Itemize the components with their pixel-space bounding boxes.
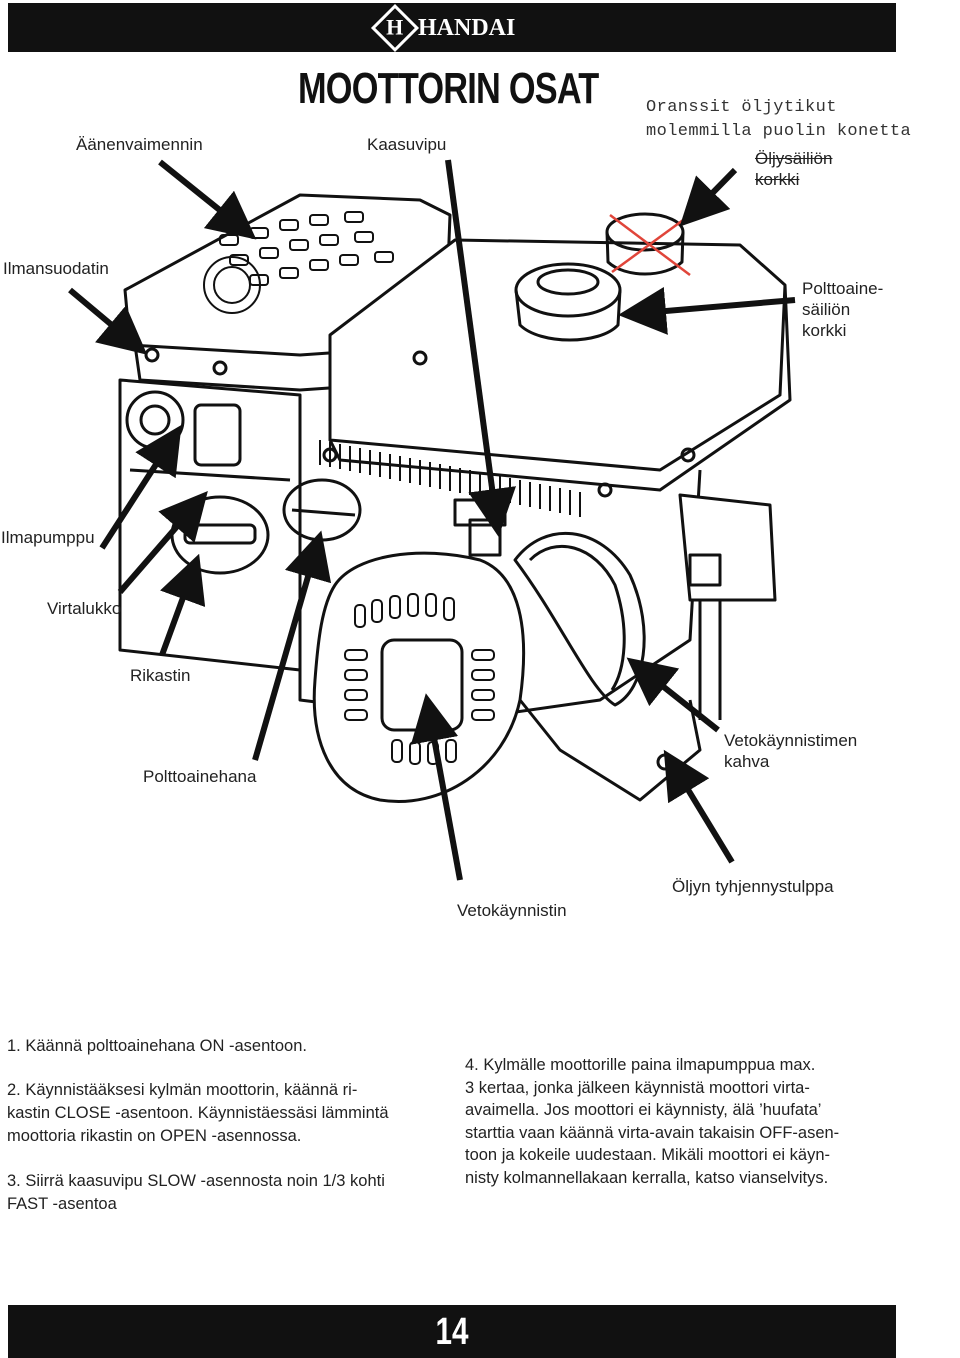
label-fuel-tank-cap-line-1: Polttoaine- (802, 279, 884, 298)
instruction-step-4-line-5: toon ja kokeile uudestaan. Mikäli mootto… (465, 1146, 831, 1164)
instruction-step-4-line-1: 4. Kylmälle moottorille paina ilmapumppu… (465, 1056, 816, 1074)
label-oil-tank-cap: Öljysäiliön korkki (755, 148, 832, 190)
label-air-filter: Ilmansuodatin (3, 259, 109, 278)
note-line-2: molemmilla puolin konetta (646, 122, 912, 141)
note-line-1: Oranssit öljytikut (646, 98, 837, 117)
label-starter-handle-line-1: Vetokäynnistimen (724, 731, 858, 750)
label-muffler: Äänenvaimennin (76, 135, 203, 154)
label-choke: Rikastin (130, 666, 191, 685)
label-throttle-lever: Kaasuvipu (367, 135, 447, 154)
page-number: 14 (435, 1311, 469, 1353)
oil-dipstick-note: Oranssit öljytikut molemmilla puolin kon… (646, 96, 911, 144)
instruction-step-4: 4. Kylmälle moottorille paina ilmapumppu… (465, 1054, 895, 1189)
label-fuel-tank-cap-line-2: säiliön (802, 300, 851, 319)
instruction-step-2-line-2: kastin CLOSE -asentoon. Käynnistäessäsi … (7, 1104, 389, 1122)
recoil-starter (312, 551, 526, 803)
label-starter-handle-line-2: kahva (724, 752, 770, 771)
instruction-step-2-line-3: moottoria rikastin on OPEN -asennossa. (7, 1127, 302, 1145)
engine-diagram (68, 159, 796, 881)
instruction-step-4-line-3: avaimella. Jos moottori ei käynnisty, äl… (465, 1101, 822, 1119)
label-oil-drain-plug: Öljyn tyhjennystulppa (672, 877, 834, 896)
page-title: MOOTTORIN OSAT (298, 64, 599, 113)
label-fuel-tank-cap-line-3: korkki (802, 321, 847, 340)
fuel-tank (328, 238, 787, 472)
label-ignition-lock: Virtalukko (47, 599, 122, 618)
label-oil-tank-cap-line-1: Öljysäiliön (755, 149, 833, 168)
label-recoil-starter: Vetokäynnistin (457, 901, 567, 920)
instruction-step-2-line-1: 2. Käynnistääksesi kylmän moottorin, kää… (7, 1081, 358, 1099)
instruction-step-4-line-6: nisty kolmannellakaan kerralla, katso vi… (465, 1168, 829, 1187)
cross-mark-icon (609, 213, 691, 276)
label-fuel-tank-cap: Polttoaine- säiliön korkki (802, 278, 883, 341)
label-oil-tank-cap-line-2: korkki (755, 170, 800, 189)
brand-logo: H HANDAI (370, 3, 516, 53)
instruction-step-4-line-2: 3 kertaa, jonka jälkeen käynnistä mootto… (465, 1078, 810, 1097)
instruction-step-3-line-2: FAST -asentoa (7, 1195, 117, 1213)
header-bar: H HANDAI (8, 3, 896, 53)
label-fuel-valve: Polttoainehana (143, 767, 257, 786)
instruction-step-3: 3. Siirrä kaasuvipu SLOW -asennosta noin… (7, 1170, 385, 1216)
instruction-step-4-line-4: starttia vaan käännä virta-avain takaisi… (465, 1123, 840, 1142)
footer-bar: 14 (8, 1305, 896, 1358)
label-primer-pump: Ilmapumppu (1, 528, 95, 547)
instruction-step-3-line-1: 3. Siirrä kaasuvipu SLOW -asennosta noin… (7, 1172, 385, 1190)
brand-name: HANDAI (418, 14, 516, 41)
instruction-step-2: 2. Käynnistääksesi kylmän moottorin, kää… (7, 1079, 437, 1148)
label-starter-handle: Vetokäynnistimen kahva (724, 730, 857, 772)
instruction-step-1: 1. Käännä polttoainehana ON -asentoon. (7, 1037, 307, 1055)
